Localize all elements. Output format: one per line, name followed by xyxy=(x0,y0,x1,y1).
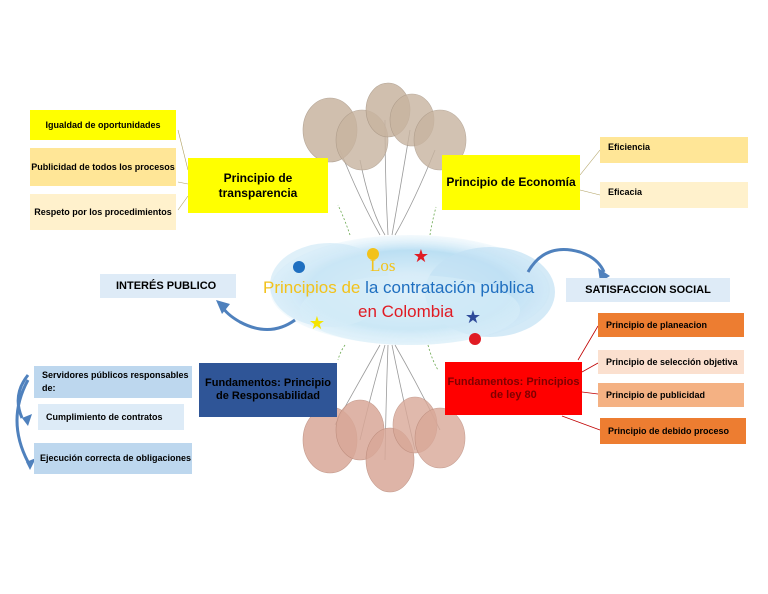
item-debido-proceso: Principio de debido proceso xyxy=(600,418,746,444)
ley80-header: Fundamentos: Principios de ley 80 xyxy=(445,362,582,415)
item-seleccion-objetiva: Principio de selección objetiva xyxy=(598,350,744,374)
curved-arrows xyxy=(15,248,606,463)
yellow-star-icon: ★ xyxy=(309,313,325,333)
item-ejecucion: Ejecución correcta de obligaciones xyxy=(34,443,192,474)
item-planeacion: Principio de planeacion xyxy=(598,313,744,337)
item-igualdad: Igualdad de oportunidades xyxy=(30,110,176,140)
transparencia-header: Principio de transparencia xyxy=(188,158,328,213)
yellow-dot xyxy=(367,248,379,260)
item-publicidad: Principio de publicidad xyxy=(598,383,744,407)
item-eficiencia: Eficiencia xyxy=(600,137,748,163)
bottom-balloons xyxy=(302,396,466,493)
title-los: Los xyxy=(370,256,396,275)
item-cumplimiento: Cumplimiento de contratos xyxy=(38,404,184,430)
ley80-connectors xyxy=(561,325,601,431)
blue-star-icon: ★ xyxy=(465,307,481,327)
responsabilidad-header: Fundamentos: Principio de Responsabilida… xyxy=(199,363,337,417)
title-principios: Principios xyxy=(263,278,337,297)
item-servidores: Servidores públicos responsables de: xyxy=(34,366,192,398)
satisfaccion-social-box: SATISFACCION SOCIAL xyxy=(566,278,730,302)
title-de: de xyxy=(341,278,361,297)
interes-publico-box: INTERÉS PUBLICO xyxy=(100,274,236,298)
item-respeto: Respeto por los procedimientos xyxy=(30,194,176,230)
item-publicidad-procesos: Publicidad de todos los procesos xyxy=(30,148,176,186)
item-eficacia: Eficacia xyxy=(600,182,748,208)
red-dot xyxy=(469,333,481,345)
economia-header: Principio de Economía xyxy=(442,155,580,210)
title-colombia: en Colombia xyxy=(358,302,454,321)
blue-dot xyxy=(293,261,305,273)
red-star-icon: ★ xyxy=(413,246,429,266)
title-contratacion: la contratación pública xyxy=(365,278,535,297)
